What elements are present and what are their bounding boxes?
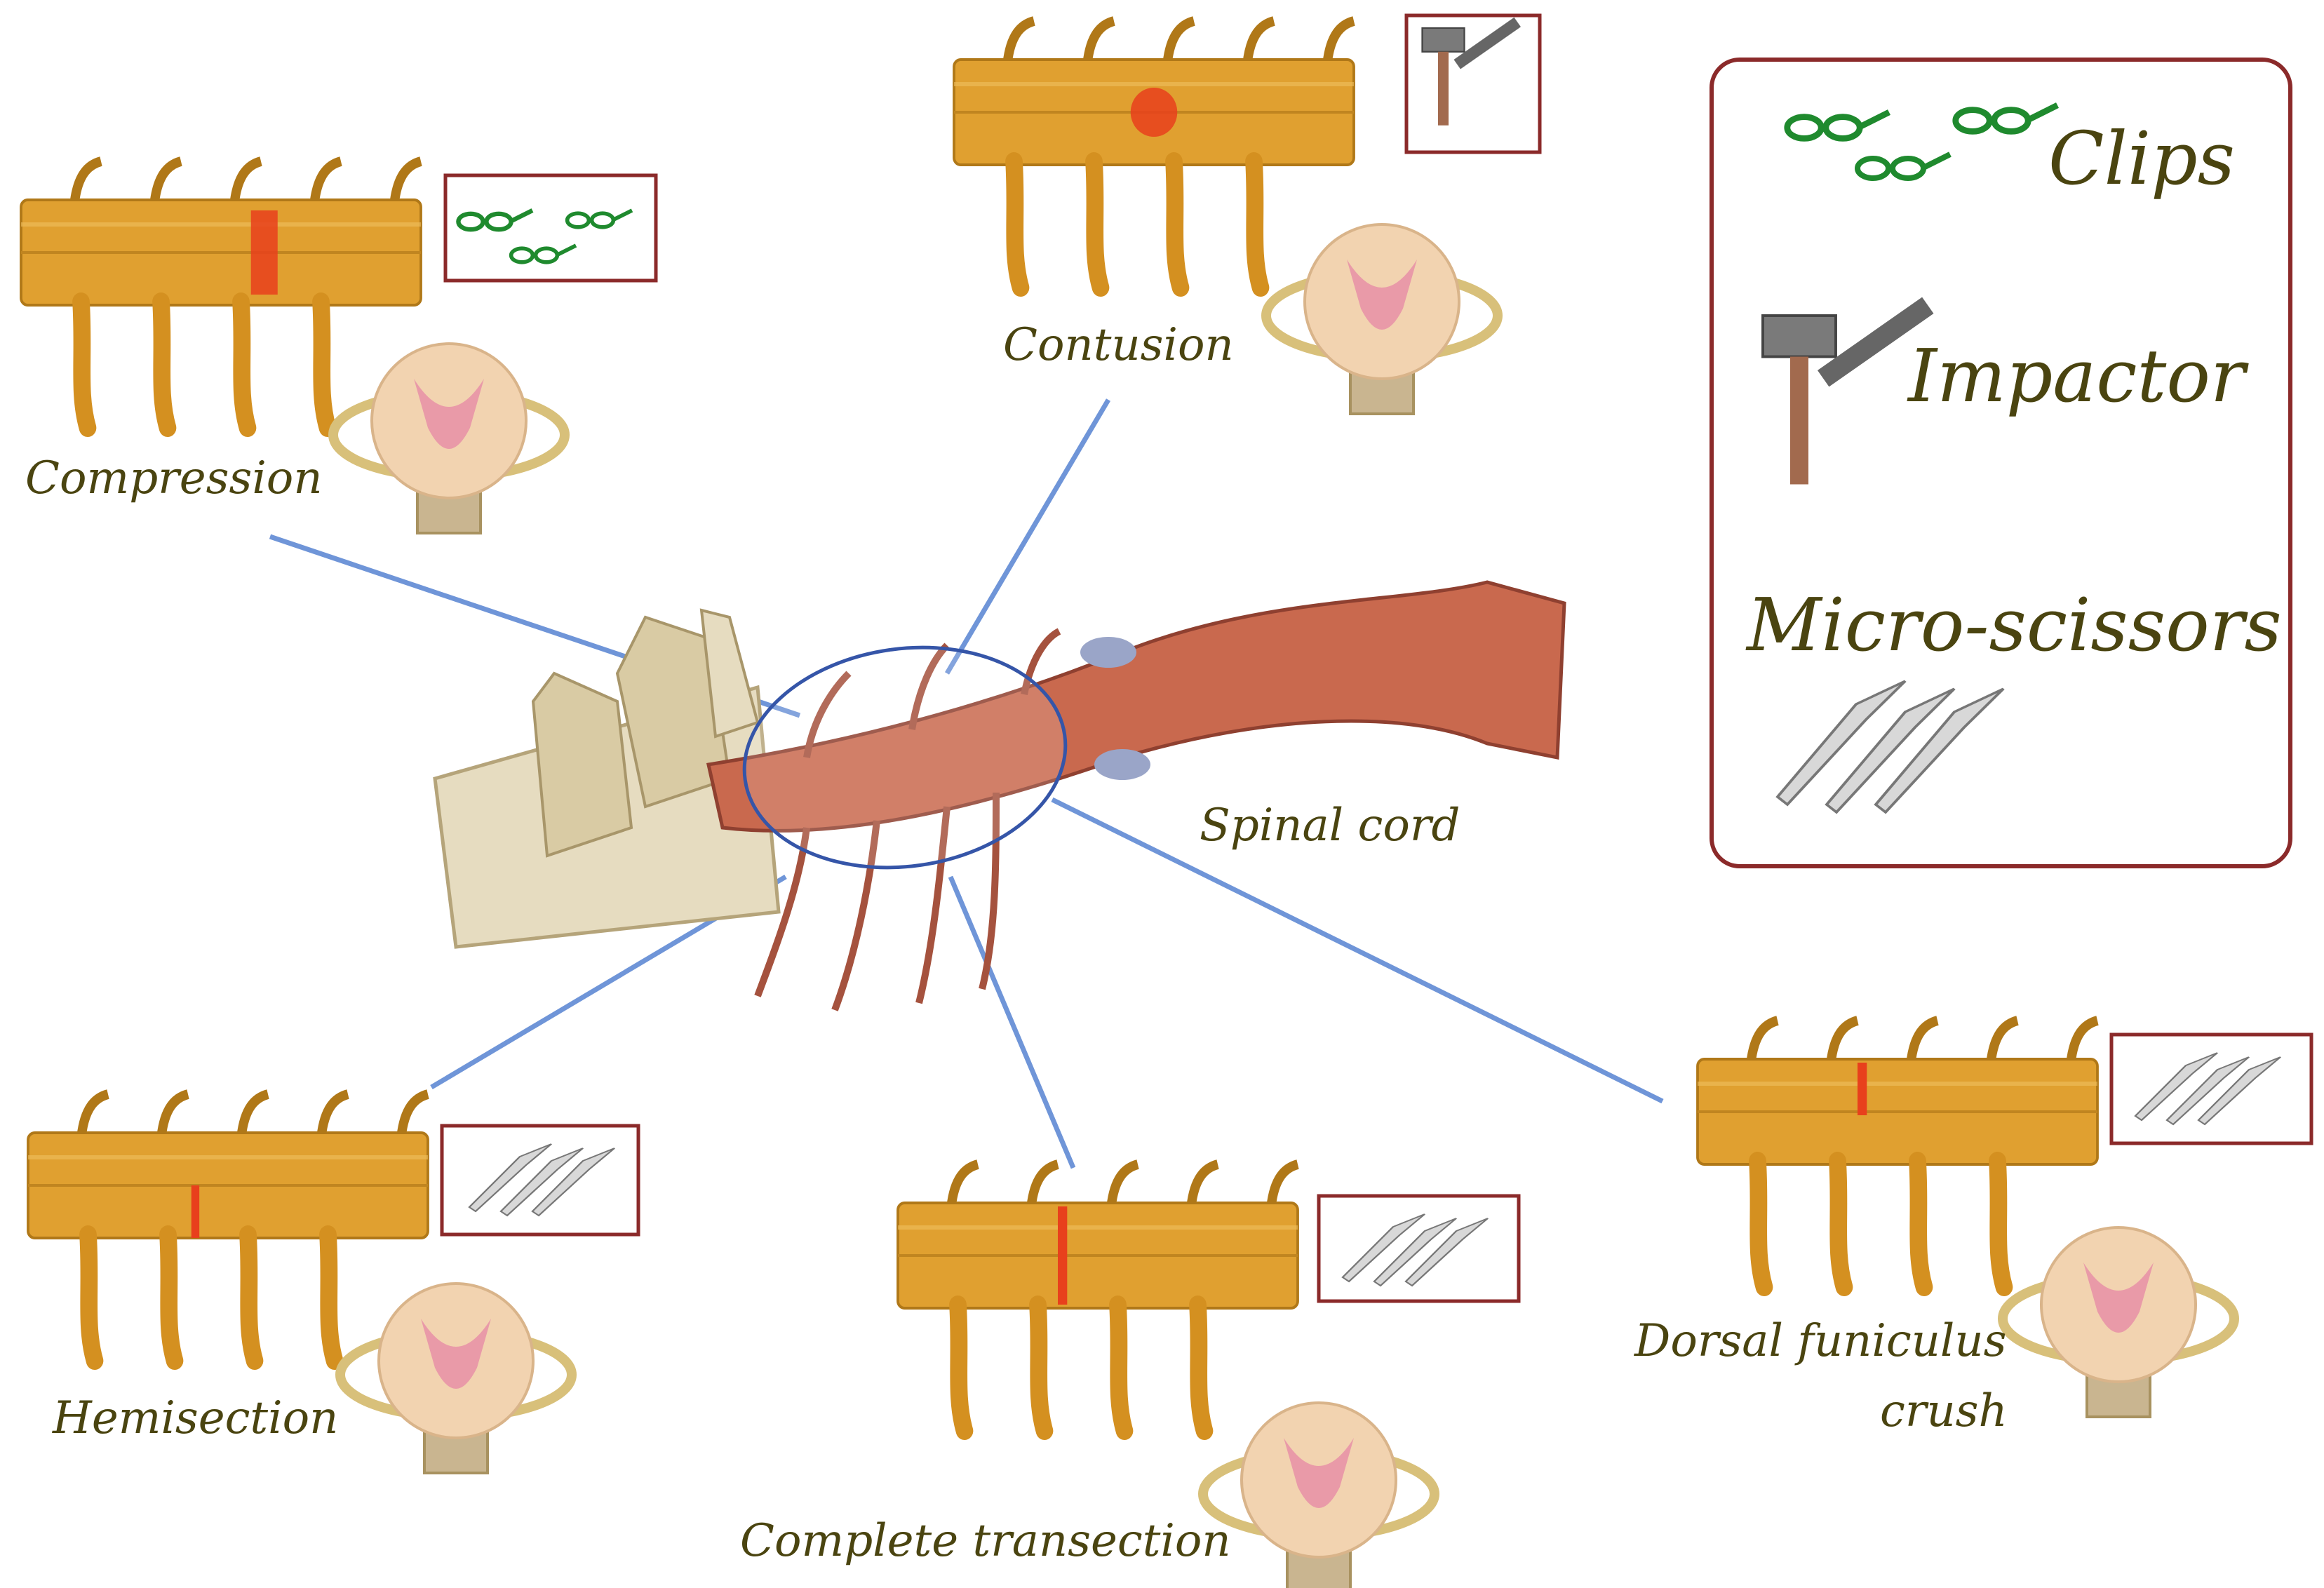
complete-transection-cord-segment bbox=[898, 1164, 1298, 1431]
legend-micro-scissors-label: Micro-scissors bbox=[1747, 582, 2282, 668]
spinal-cord-illustration bbox=[706, 580, 1566, 1011]
compression-cross-section bbox=[333, 344, 565, 533]
compression-label: Compression bbox=[25, 452, 323, 504]
legend-clips-label: Clips bbox=[2048, 116, 2236, 201]
spinal-cord-label: Spinal cord bbox=[1200, 800, 1460, 852]
legend-impactor-label: Impactor bbox=[1908, 333, 2245, 419]
dorsal-funiculus-label-line1: Dorsal funiculus bbox=[1634, 1315, 2007, 1367]
dorsal-funiculus-cross-section bbox=[2003, 1227, 2234, 1417]
contusion-cord-segment bbox=[954, 21, 1354, 288]
hemisection-cord-segment bbox=[28, 1094, 428, 1361]
hemisection-label: Hemisection bbox=[53, 1392, 339, 1444]
hemisection-cross-section bbox=[340, 1284, 572, 1473]
complete-transection-label: Complete transection bbox=[740, 1515, 1231, 1567]
contusion-label: Contusion bbox=[1003, 319, 1234, 371]
contusion-cross-section bbox=[1266, 224, 1498, 414]
spinal-column-illustration bbox=[433, 608, 781, 949]
legend-box bbox=[1710, 58, 2292, 868]
compression-cord-segment bbox=[21, 161, 421, 428]
injury-site-highlight bbox=[742, 645, 1068, 870]
dorsal-funiculus-cord-segment bbox=[1698, 1021, 2097, 1287]
complete-transection-cross-section bbox=[1203, 1403, 1435, 1588]
dorsal-funiculus-label-line2: crush bbox=[1880, 1385, 2008, 1437]
